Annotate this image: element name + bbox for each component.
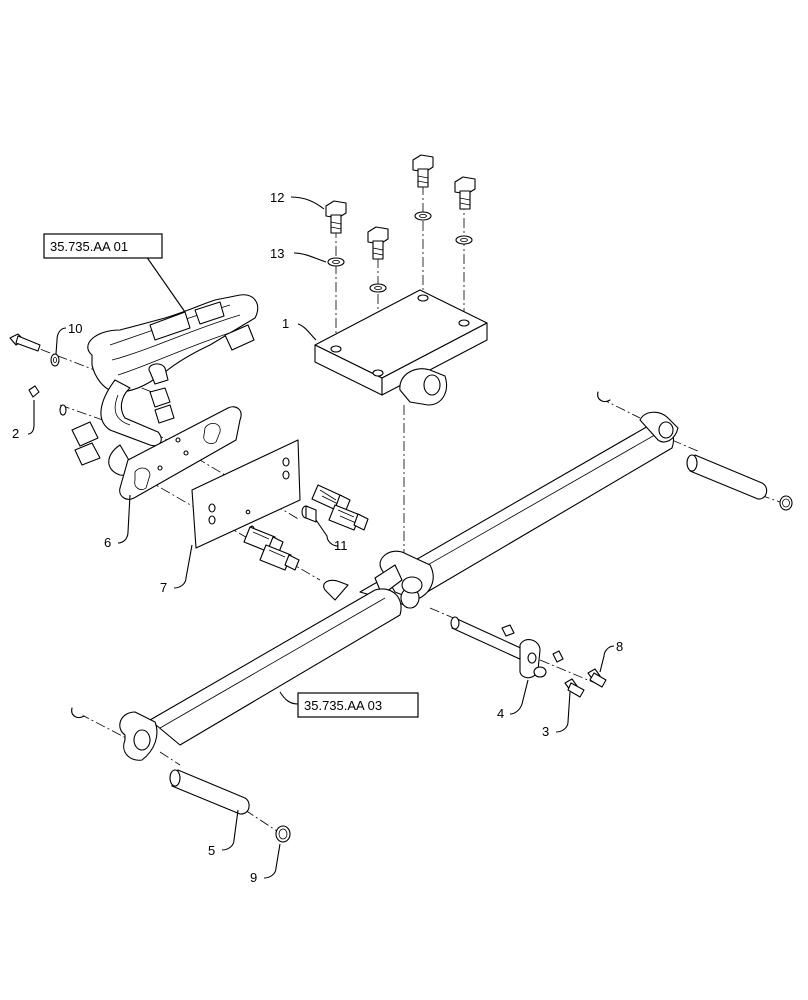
washer-2 — [59, 404, 67, 416]
callout-9: 9 — [250, 870, 257, 885]
nut-2 — [28, 385, 40, 398]
callout-10: 10 — [68, 321, 82, 336]
callout-12: 12 — [270, 190, 284, 205]
pin-4-assembly — [450, 616, 547, 679]
clip-upper — [597, 391, 611, 403]
coupler-4 — [259, 544, 300, 571]
hose-bundle — [71, 294, 259, 479]
bolt-a — [367, 226, 389, 293]
mounting-plate-6 — [119, 406, 242, 500]
bolt-12 — [325, 200, 347, 234]
pin-5-lower — [169, 769, 250, 815]
callout-1: 1 — [282, 316, 289, 331]
reference-cylinder-assembly-label: 35.735.AA 03 — [304, 698, 382, 713]
bolt-3 — [564, 678, 585, 698]
nut-hardware — [501, 624, 564, 663]
clip-9-lower — [275, 825, 291, 843]
bolt-b — [412, 154, 434, 221]
callout-11: 11 — [334, 538, 348, 553]
reference-hose-assembly-label: 35.735.AA 01 — [50, 239, 128, 254]
pin-5-upper — [686, 454, 768, 500]
hydraulic-cylinder — [119, 411, 679, 761]
plug-11 — [301, 505, 317, 523]
callout-leaders — [27, 196, 615, 879]
nut-10 — [50, 353, 60, 367]
bolt-10-left — [9, 333, 41, 352]
callout-2: 2 — [12, 426, 19, 441]
callout-13: 13 — [270, 246, 284, 261]
callout-6: 6 — [104, 535, 111, 550]
bracket-1 — [314, 289, 488, 406]
coupler-1 — [311, 484, 351, 511]
washer-13 — [327, 257, 345, 267]
reference-box-hose-assembly[interactable]: 35.735.AA 01 — [43, 233, 163, 259]
callout-7: 7 — [160, 580, 167, 595]
reference-box-cylinder-assembly[interactable]: 35.735.AA 03 — [297, 692, 419, 718]
clip-9-upper — [779, 495, 793, 511]
callout-4: 4 — [497, 706, 504, 721]
coupler-3 — [243, 526, 284, 553]
callout-8: 8 — [616, 639, 623, 654]
callout-3: 3 — [542, 724, 549, 739]
callout-labels: 1 2 3 4 5 6 7 8 9 10 11 12 13 — [12, 190, 623, 885]
coupler-fittings — [243, 484, 369, 571]
bolt-8 — [587, 668, 607, 688]
bolt-c — [454, 176, 476, 245]
coupler-2 — [328, 504, 369, 531]
clip-lower-left — [71, 707, 85, 719]
callout-5: 5 — [208, 843, 215, 858]
